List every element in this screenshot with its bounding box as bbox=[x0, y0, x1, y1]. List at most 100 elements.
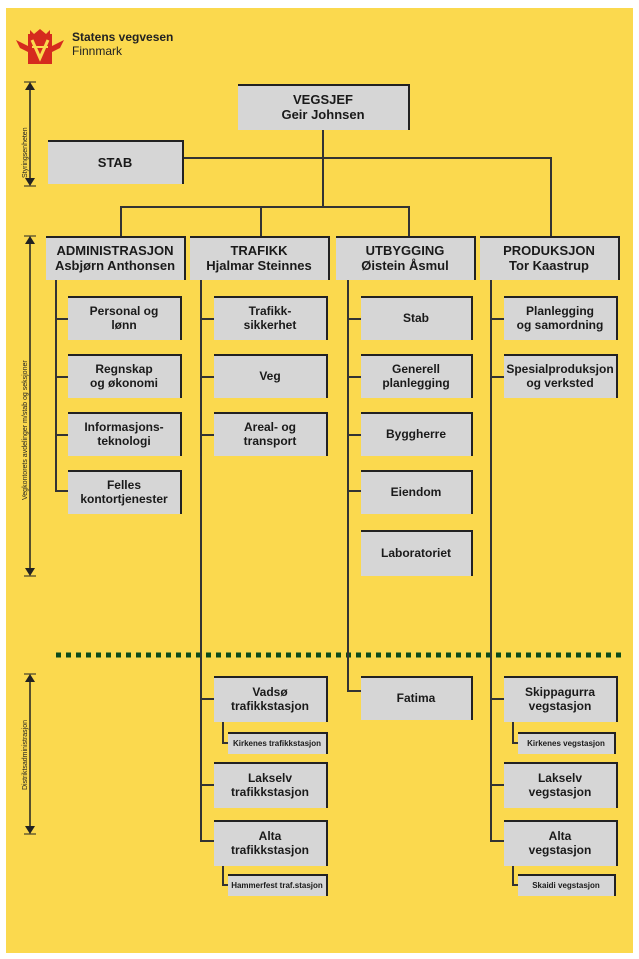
admin-drop bbox=[120, 206, 122, 236]
section-line: Trafikk- bbox=[248, 304, 292, 319]
section-line: Stab bbox=[402, 311, 429, 326]
org-region: Finnmark bbox=[72, 44, 123, 58]
district-connector bbox=[200, 840, 214, 842]
substation-box: Kirkenes trafikkstasjon bbox=[228, 732, 328, 754]
district-line: Lakselv bbox=[537, 771, 583, 786]
section-box: Informasjons-teknologi bbox=[68, 412, 182, 456]
substation-label: Skaidi vegstasjon bbox=[532, 881, 600, 891]
utbygging-drop bbox=[408, 206, 410, 236]
district-line: Alta bbox=[548, 829, 572, 844]
utbygging-spine bbox=[347, 280, 349, 690]
district-line: vegstasjon bbox=[528, 785, 592, 799]
logo-icon bbox=[14, 26, 66, 72]
district-line: trafikkstasjon bbox=[230, 699, 310, 713]
stab-box: STAB bbox=[48, 140, 184, 184]
section-box: Byggherre bbox=[361, 412, 473, 456]
district-line: vegstasjon bbox=[528, 843, 592, 857]
dept-title: PRODUKSJON bbox=[503, 243, 595, 259]
section-box: Eiendom bbox=[361, 470, 473, 514]
district-connector bbox=[200, 784, 214, 786]
trafikk-spine bbox=[200, 280, 202, 840]
substation-label: Hammerfest traf.stasjon bbox=[231, 881, 323, 891]
substation-connector bbox=[222, 742, 228, 744]
vegsjef-name: Geir Johnsen bbox=[281, 107, 365, 122]
district-line: trafikkstasjon bbox=[230, 843, 310, 857]
substation-connector bbox=[512, 742, 518, 744]
section-line: og verksted bbox=[526, 376, 594, 390]
district-divider bbox=[56, 652, 624, 658]
district-line: trafikkstasjon bbox=[230, 785, 310, 799]
section-connector bbox=[347, 490, 361, 492]
org-name: Statens vegvesen bbox=[72, 30, 174, 44]
section-connector bbox=[200, 318, 214, 320]
district-line: vegstasjon bbox=[528, 699, 592, 713]
section-line: lønn bbox=[111, 318, 137, 332]
dept-title: TRAFIKK bbox=[230, 243, 288, 259]
district-line: Skippagurra bbox=[524, 685, 596, 700]
admin-spine bbox=[55, 280, 57, 490]
section-connector bbox=[55, 490, 69, 492]
substation-connector bbox=[222, 884, 228, 886]
dept-leader: Hjalmar Steinnes bbox=[206, 258, 312, 273]
section-connector bbox=[347, 434, 361, 436]
substation-connector bbox=[512, 884, 518, 886]
section-line: teknologi bbox=[97, 434, 151, 448]
section-line: Generell bbox=[391, 362, 441, 377]
distrikt-label: Distriktsadministrasjon bbox=[22, 719, 29, 790]
section-line: Eiendom bbox=[390, 485, 442, 500]
district-line: Fatima bbox=[396, 691, 436, 706]
district-line: Lakselv bbox=[247, 771, 293, 786]
dept-bus bbox=[120, 206, 410, 208]
section-line: kontortjenester bbox=[80, 492, 168, 506]
distrikt-arrow-icon bbox=[24, 673, 36, 835]
section-connector bbox=[490, 318, 504, 320]
org-title: Statens vegvesen Finnmark bbox=[72, 30, 173, 58]
substation-connector bbox=[222, 722, 224, 744]
section-connector bbox=[200, 376, 214, 378]
section-line: Planlegging bbox=[525, 304, 594, 319]
dept-leader: Øistein Åsmul bbox=[361, 258, 449, 273]
vegsjef-title: VEGSJEF bbox=[293, 92, 353, 108]
dept-title: UTBYGGING bbox=[365, 243, 445, 259]
section-connector bbox=[55, 376, 69, 378]
substation-connector bbox=[512, 866, 514, 886]
section-line: og samordning bbox=[516, 318, 604, 332]
section-line: planlegging bbox=[382, 376, 450, 390]
stab-right-drop bbox=[550, 157, 552, 237]
substation-box: Kirkenes vegstasjon bbox=[518, 732, 616, 754]
district-connector bbox=[347, 690, 361, 692]
section-line: Byggherre bbox=[385, 427, 447, 442]
trafikk-drop bbox=[260, 206, 262, 236]
section-box: Veg bbox=[214, 354, 328, 398]
district-connector bbox=[490, 784, 504, 786]
section-connector bbox=[55, 318, 69, 320]
section-line: og økonomi bbox=[90, 376, 158, 390]
section-box: Laboratoriet bbox=[361, 530, 473, 576]
substation-box: Hammerfest traf.stasjon bbox=[228, 874, 328, 896]
substation-label: Kirkenes vegstasjon bbox=[527, 739, 605, 749]
district-connector bbox=[200, 698, 214, 700]
section-line: Veg bbox=[259, 369, 281, 384]
district-line: Alta bbox=[258, 829, 282, 844]
district-box: Fatima bbox=[361, 676, 473, 720]
stab-connector bbox=[182, 157, 552, 159]
dept-leader: Tor Kaastrup bbox=[509, 258, 589, 273]
section-connector bbox=[55, 434, 69, 436]
section-line: Informasjons- bbox=[84, 420, 164, 435]
section-line: Spesialproduksjon bbox=[506, 362, 614, 377]
dept-title: ADMINISTRASJON bbox=[56, 243, 174, 259]
section-line: Areal- og bbox=[243, 420, 296, 435]
